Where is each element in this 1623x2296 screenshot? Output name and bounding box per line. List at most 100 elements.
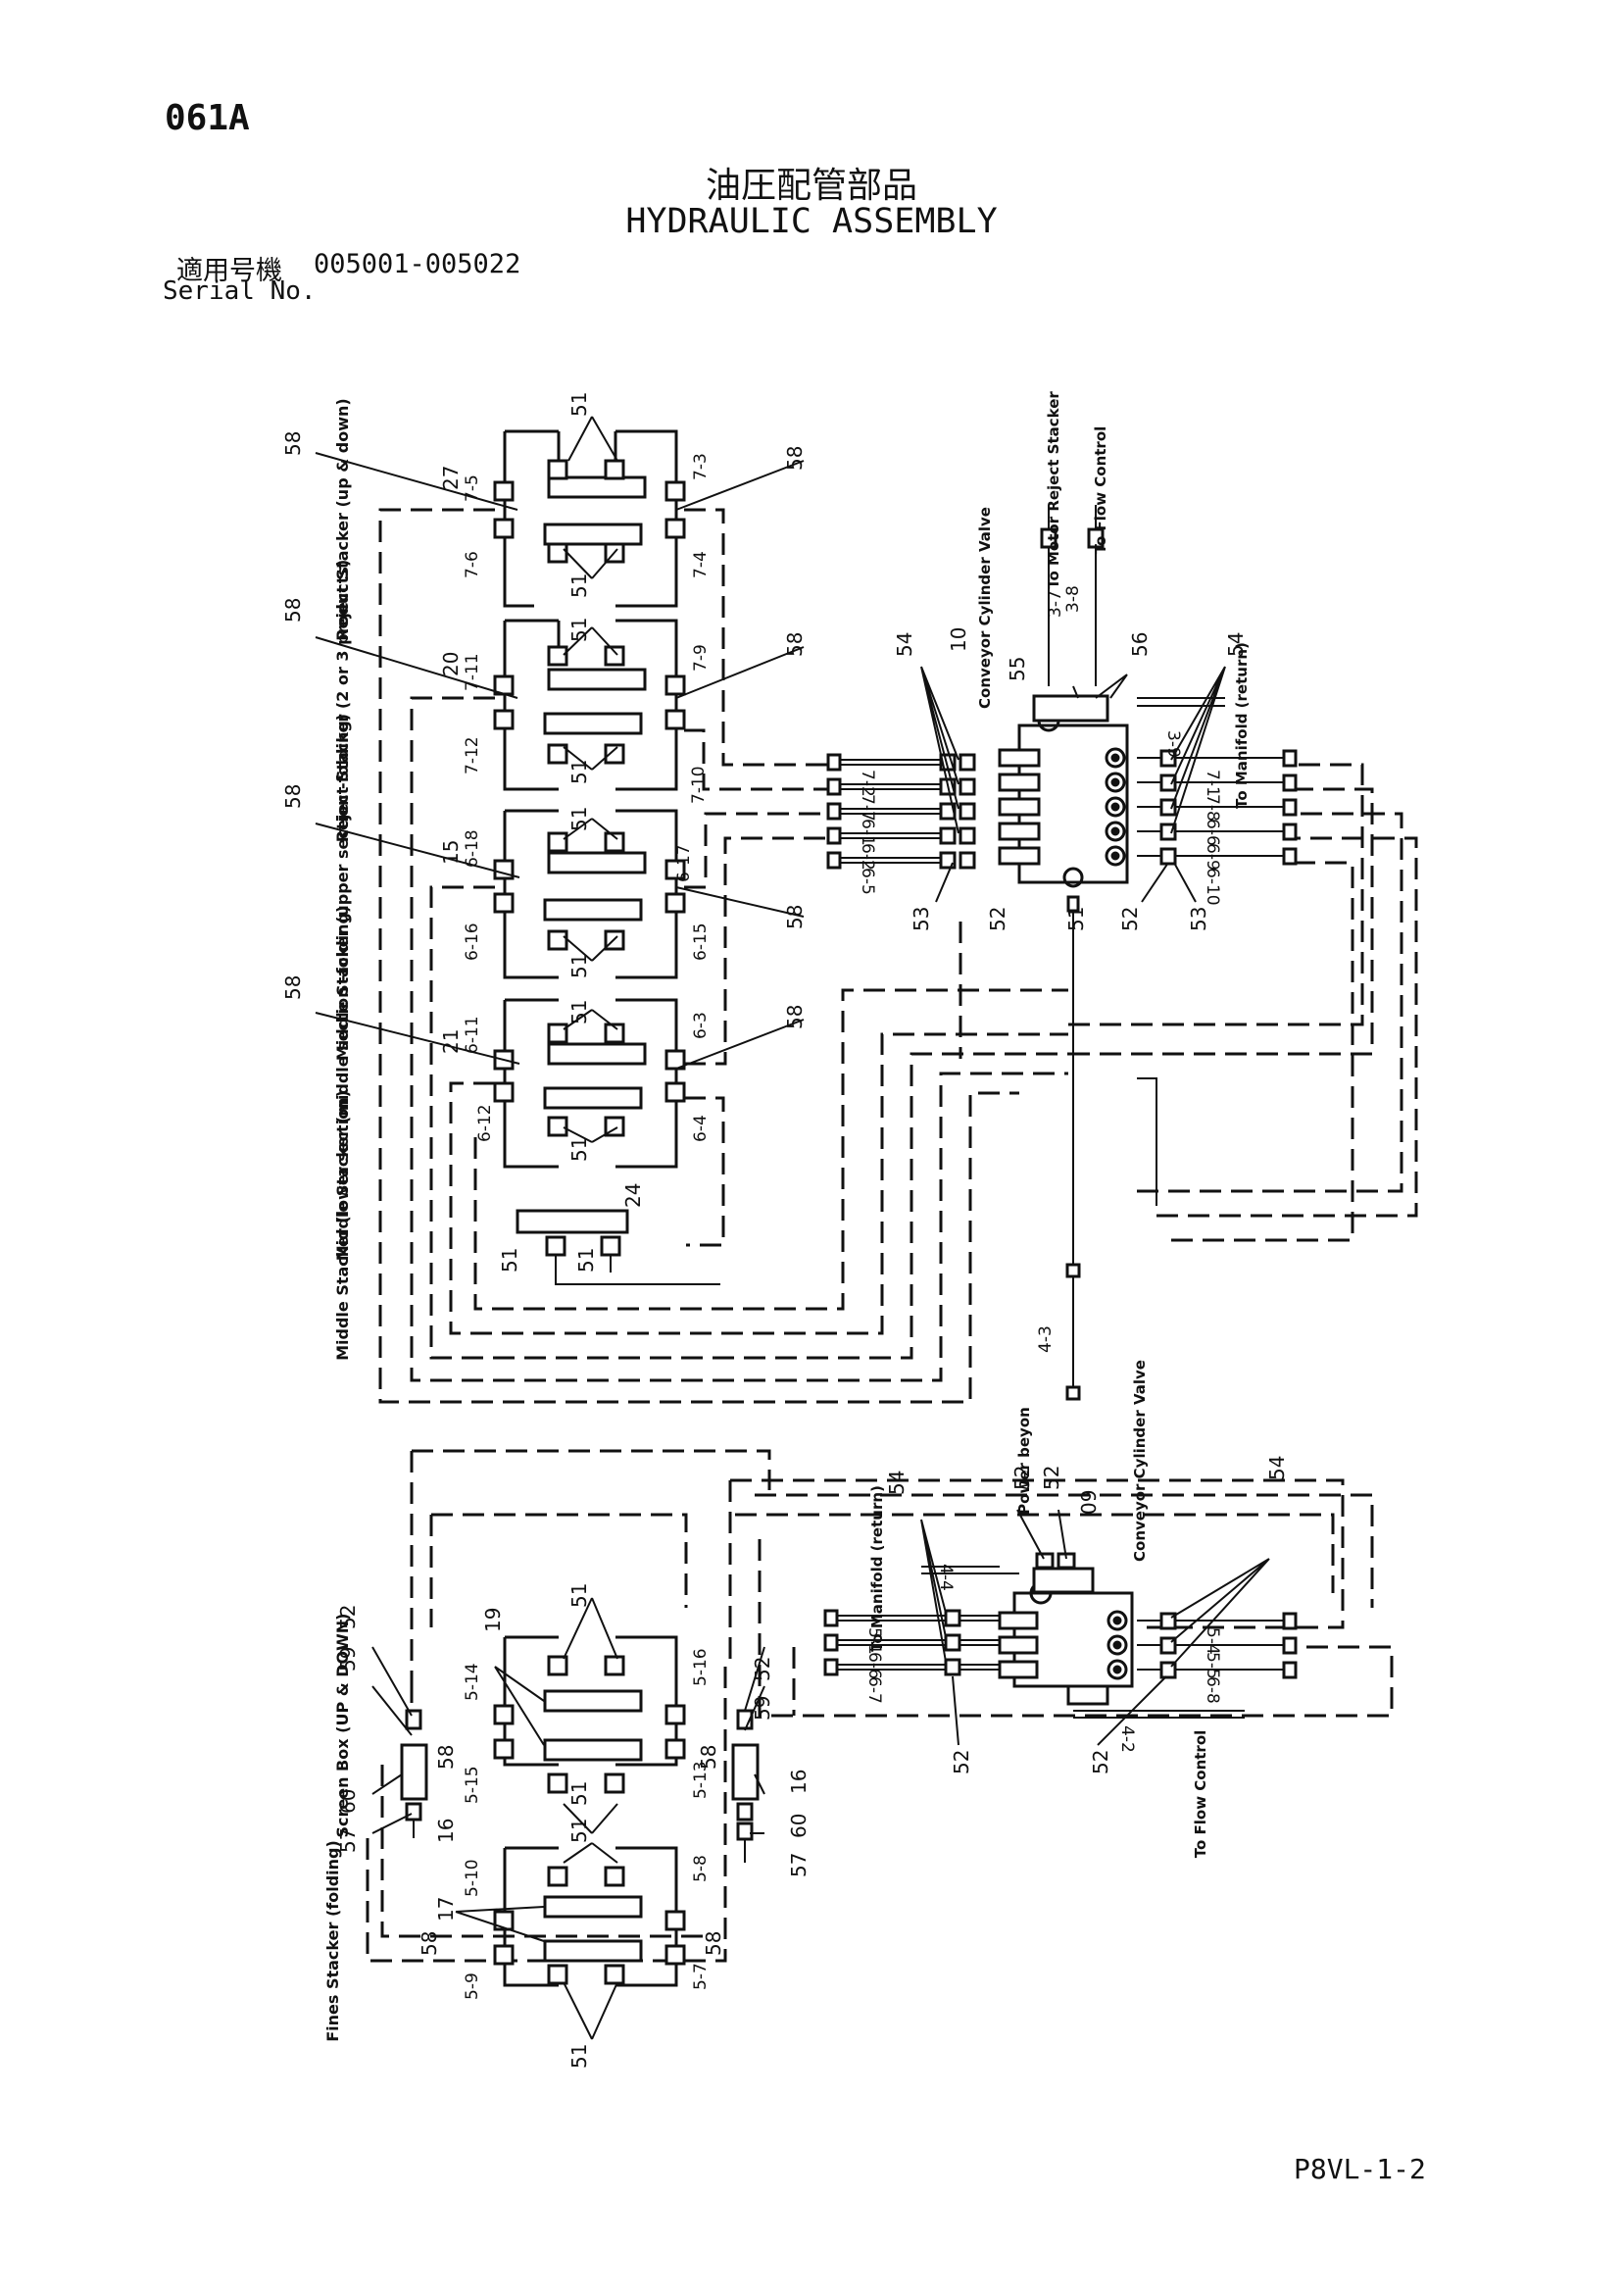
to-flow-control-bottom-label: To Flow Control bbox=[1192, 1730, 1209, 1859]
hose-6-18: 6-18 bbox=[463, 829, 482, 868]
part-52: 52 bbox=[986, 907, 1009, 931]
hoses-bottom bbox=[823, 1566, 1298, 1719]
hose-5-1: 5-1 bbox=[864, 1627, 884, 1655]
part-58: 58 bbox=[697, 1745, 720, 1770]
conveyor-cylinder-valve-bottom bbox=[998, 1552, 1134, 1706]
part-58: 58 bbox=[783, 1005, 807, 1029]
part-58: 58 bbox=[702, 1931, 725, 1956]
part-51: 51 bbox=[567, 618, 591, 642]
hose-5-5: 5-5 bbox=[1203, 1652, 1222, 1679]
part-57: 57 bbox=[787, 1853, 811, 1877]
part-51: 51 bbox=[567, 760, 591, 784]
hose-5-8: 5-8 bbox=[691, 1855, 711, 1882]
serial-range: 005001-005022 bbox=[314, 249, 521, 279]
to-motor-label: To Motor Reject Stacker bbox=[1045, 391, 1062, 589]
part-53: 53 bbox=[910, 907, 933, 931]
to-flow-control-top-label: To Flow Control bbox=[1092, 426, 1109, 555]
fines-stacker-group bbox=[493, 1846, 686, 1987]
part-56: 56 bbox=[1128, 632, 1152, 657]
hose-5-4: 5-4 bbox=[1203, 1627, 1222, 1655]
hose-6-5: 6-5 bbox=[858, 868, 877, 895]
hose-5-14: 5-14 bbox=[463, 1663, 482, 1701]
part-51: 51 bbox=[567, 954, 591, 978]
part-09: 09 bbox=[1077, 1490, 1101, 1515]
hose-7-6: 7-6 bbox=[463, 551, 482, 578]
part-59: 59 bbox=[336, 1647, 360, 1672]
part-21: 21 bbox=[439, 1029, 463, 1054]
dashed-hose-routing-bottom bbox=[366, 1449, 1394, 1963]
part-10: 10 bbox=[947, 627, 970, 652]
middle-cylinder-group bbox=[493, 1635, 686, 1794]
part-51: 51 bbox=[567, 392, 591, 417]
hose-3-7: 3-7 bbox=[1046, 590, 1065, 618]
middle-stacker-upper-group bbox=[493, 809, 686, 979]
serial-label: Serial No. bbox=[163, 276, 317, 306]
part-57: 57 bbox=[336, 1828, 360, 1853]
part-60: 60 bbox=[336, 1789, 360, 1814]
part-20: 20 bbox=[439, 652, 463, 676]
part-51: 51 bbox=[567, 2044, 591, 2069]
part-16: 16 bbox=[434, 1819, 458, 1843]
hose-7-8: 7-8 bbox=[1203, 794, 1222, 822]
serial-label-japanese: 適用号機 bbox=[176, 256, 282, 286]
hose-6-6: 6-6 bbox=[1203, 819, 1222, 846]
hose-7-4: 7-4 bbox=[691, 551, 711, 578]
part-52: 52 bbox=[950, 1750, 973, 1774]
hose-6-16: 6-16 bbox=[463, 923, 482, 961]
part-53: 53 bbox=[1187, 907, 1210, 931]
hoses-top-right bbox=[1040, 505, 1298, 866]
hose-6-12: 6-12 bbox=[475, 1104, 495, 1142]
stacker-label-middle-lower: Middle Stacker (lower section) bbox=[333, 1090, 352, 1361]
hose-6-6b: 6-6 bbox=[864, 1652, 884, 1679]
part-52: 52 bbox=[751, 1657, 774, 1681]
hose-7-9: 7-9 bbox=[691, 644, 711, 672]
fines-stacker-label: Fines Stacker (folding) bbox=[323, 1840, 342, 2042]
to-manifold-return-bottom-label: To Manifold (return) bbox=[868, 1485, 886, 1652]
hose-7-7: 7-7 bbox=[858, 794, 877, 822]
part-24: 24 bbox=[621, 1183, 645, 1208]
trunk-lines bbox=[1065, 1077, 1157, 1401]
part-27: 27 bbox=[439, 466, 463, 490]
part-51: 51 bbox=[567, 1781, 591, 1806]
hose-6-2: 6-2 bbox=[858, 843, 877, 871]
part-52: 52 bbox=[1089, 1750, 1112, 1774]
hose-7-12: 7-12 bbox=[463, 736, 482, 774]
hose-5-13: 5-13 bbox=[691, 1761, 711, 1799]
part-54: 54 bbox=[893, 632, 916, 657]
leader-lines bbox=[315, 416, 1270, 2040]
hose-6-1: 6-1 bbox=[858, 819, 877, 846]
page-title-japanese: 油圧配管部品 bbox=[705, 166, 917, 206]
conveyor-valve-top-label: Conveyor Cylinder Valve bbox=[976, 507, 994, 709]
to-manifold-return-top-label: To Manifold (return) bbox=[1233, 642, 1251, 809]
hose-5-10: 5-10 bbox=[463, 1859, 482, 1897]
hose-7-1: 7-1 bbox=[1203, 770, 1222, 797]
part-51: 51 bbox=[567, 1137, 591, 1162]
part-51: 51 bbox=[574, 1248, 598, 1273]
part-16: 16 bbox=[787, 1770, 811, 1794]
part-58: 58 bbox=[281, 431, 305, 456]
part-15: 15 bbox=[439, 840, 463, 865]
hose-3-8: 3-8 bbox=[1063, 585, 1083, 613]
part-54: 54 bbox=[1224, 632, 1248, 657]
stacker-label-reject-up-down: Reject Stacker (up & down) bbox=[333, 398, 352, 640]
part-52: 52 bbox=[336, 1605, 360, 1629]
part-51: 51 bbox=[567, 1000, 591, 1024]
hose-7-5: 7-5 bbox=[463, 474, 482, 502]
hose-7-11: 7-11 bbox=[463, 653, 482, 691]
hose-7-3: 7-3 bbox=[691, 453, 711, 480]
hose-4-2: 4-2 bbox=[1117, 1725, 1137, 1753]
hose-6-17: 6-17 bbox=[674, 844, 694, 882]
part-58: 58 bbox=[783, 632, 807, 657]
part-58: 58 bbox=[281, 975, 305, 1000]
conveyor-cylinder-valve-top bbox=[998, 694, 1129, 1373]
part-52: 52 bbox=[1118, 907, 1142, 931]
part-51: 51 bbox=[498, 1248, 521, 1273]
hose-5-9: 5-9 bbox=[463, 1972, 482, 2000]
reject-stacker-2-3-products-group bbox=[493, 619, 686, 791]
part-19: 19 bbox=[481, 1608, 505, 1632]
stacker-label-middle-middle: Middle Stacker (middle section -folding) bbox=[333, 906, 352, 1262]
hose-6-7: 6-7 bbox=[864, 1676, 884, 1704]
hose-6-8: 6-8 bbox=[1203, 1676, 1222, 1704]
part-54: 54 bbox=[885, 1471, 909, 1495]
